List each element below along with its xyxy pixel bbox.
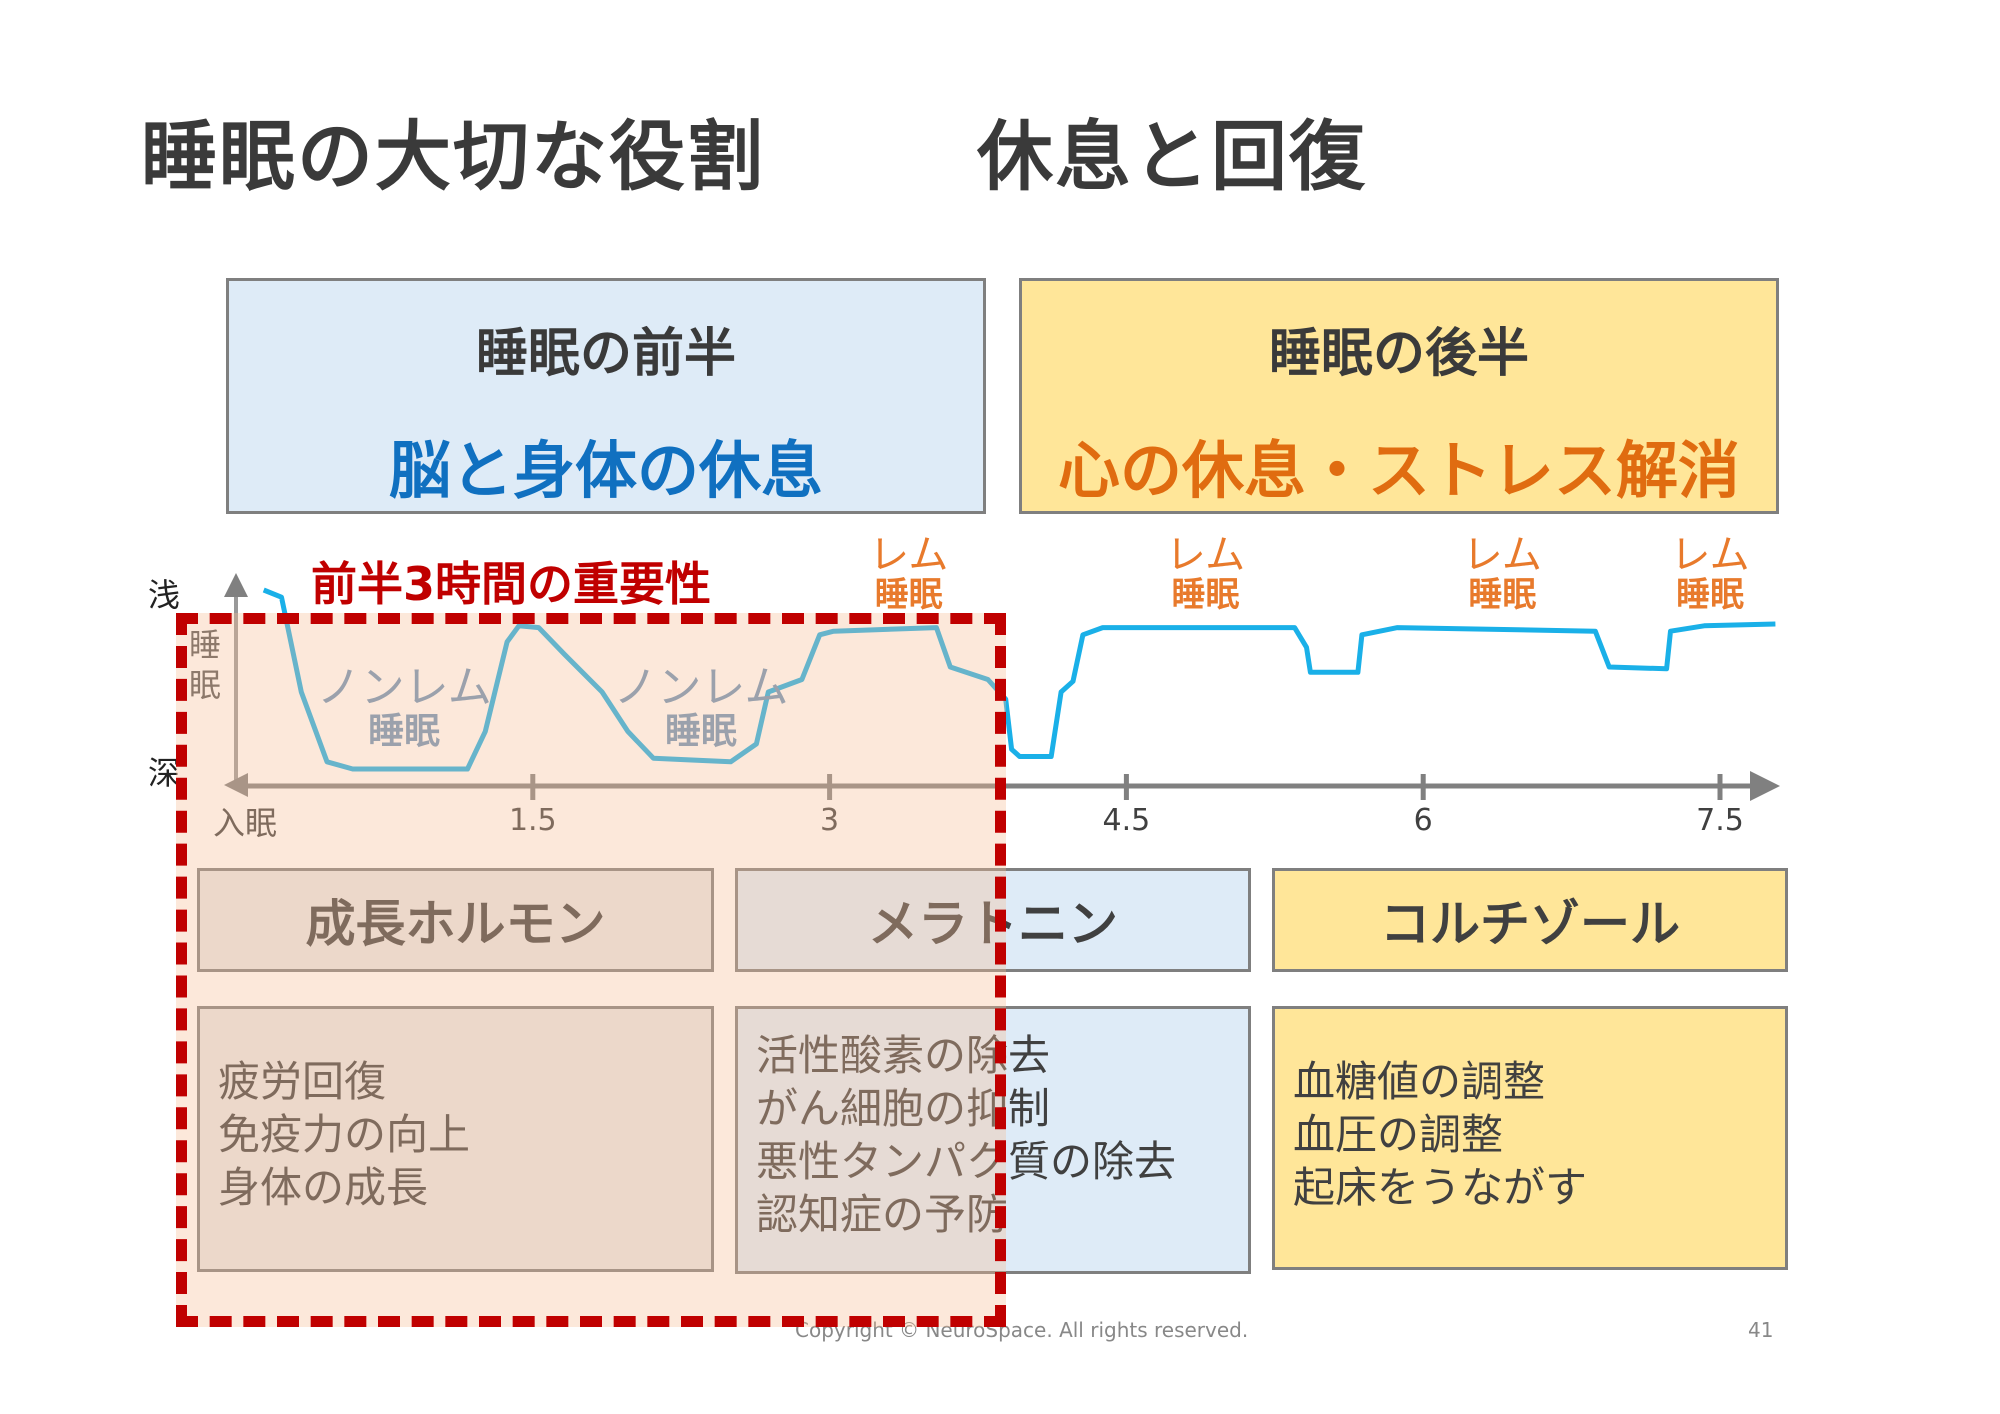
hormone-melatonin-header: メラトニン (735, 868, 1251, 972)
chart-title: 前半3時間の重要性 (311, 557, 712, 611)
nonrem-sleep-label: ノンレム睡眠 (314, 662, 494, 753)
rem-label-line1: レム (1462, 532, 1542, 578)
x-start-label: 入眠 (213, 804, 278, 842)
nonrem-label-line1: ノンレム (316, 662, 492, 713)
rem-sleep-label: レム睡眠 (1412, 533, 1592, 614)
y-top-label: 浅 (148, 576, 181, 614)
nonrem-label-line2: 睡眠 (368, 711, 441, 753)
rem-label-line2: 睡眠 (1676, 575, 1745, 615)
nonrem-sleep-label: ノンレム睡眠 (611, 662, 791, 753)
x-tick-label: 3 (820, 803, 840, 838)
first-half-heading: 睡眠の前半 (475, 324, 736, 384)
second-half-box: 睡眠の後半 心の休息・ストレス解消 (1019, 278, 1779, 514)
rem-label-line1: レム (869, 532, 949, 578)
second-half-subheading: 心の休息・ストレス解消 (1057, 434, 1740, 507)
hormone-growth-header: 成長ホルモン (197, 868, 714, 972)
rem-label-line1: レム (1165, 532, 1246, 578)
nonrem-label-line1: ノンレム (613, 662, 789, 713)
rem-sleep-label: レム睡眠 (1620, 533, 1800, 614)
growth-effects-list: 疲労回復 免疫力の向上 身体の成長 (197, 1006, 714, 1272)
x-tick-label: 1.5 (508, 803, 557, 838)
rem-label-line1: レム (1670, 532, 1750, 578)
cortisol-effects-list: 血糖値の調整 血圧の調整 起床をうながす (1272, 1006, 1788, 1270)
effect-item: 身体の成長 (218, 1163, 429, 1212)
second-half-heading: 睡眠の後半 (1268, 324, 1529, 384)
x-tick-label: 4.5 (1102, 803, 1151, 838)
rem-sleep-label: レム睡眠 (819, 533, 999, 614)
page-subtitle: 休息と回復 (977, 112, 1367, 201)
rem-label-line2: 睡眠 (1468, 575, 1537, 615)
rem-label-line2: 睡眠 (1171, 575, 1240, 615)
rem-sleep-label: レム睡眠 (1116, 533, 1296, 614)
y-bottom-label: 深 (148, 754, 181, 792)
y-axis-label: 睡眠 (189, 626, 222, 704)
effect-item: 認知症の予防 (756, 1190, 1009, 1239)
page-number: 41 (1748, 1318, 1774, 1342)
x-tick-label: 6 (1413, 803, 1433, 838)
effect-item: 免疫力の向上 (218, 1110, 471, 1159)
copyright: Copyright © NeuroSpace. All rights reser… (795, 1318, 1249, 1342)
effect-item: 悪性タンパク質の除去 (756, 1137, 1177, 1186)
first-half-box: 睡眠の前半 脳と身体の休息 (226, 278, 986, 514)
melatonin-effects-list: 活性酸素の除去 がん細胞の抑制 悪性タンパク質の除去 認知症の予防 (735, 1006, 1251, 1274)
effect-item: がん細胞の抑制 (756, 1084, 1051, 1133)
hormone-cortisol-header: コルチゾール (1272, 868, 1788, 972)
effect-item: 疲労回復 (218, 1057, 387, 1106)
x-tick-label: 7.5 (1696, 803, 1744, 838)
page-title: 睡眠の大切な役割 (141, 112, 765, 201)
rem-label-line2: 睡眠 (874, 575, 943, 615)
effect-item: 活性酸素の除去 (756, 1031, 1051, 1080)
effect-item: 血糖値の調整 (1293, 1057, 1546, 1106)
first-half-subheading: 脳と身体の休息 (388, 434, 823, 507)
effect-item: 血圧の調整 (1293, 1110, 1504, 1159)
effect-item: 起床をうながす (1293, 1163, 1588, 1212)
nonrem-label-line2: 睡眠 (664, 711, 737, 753)
sleep-depth-line (262, 587, 1776, 772)
